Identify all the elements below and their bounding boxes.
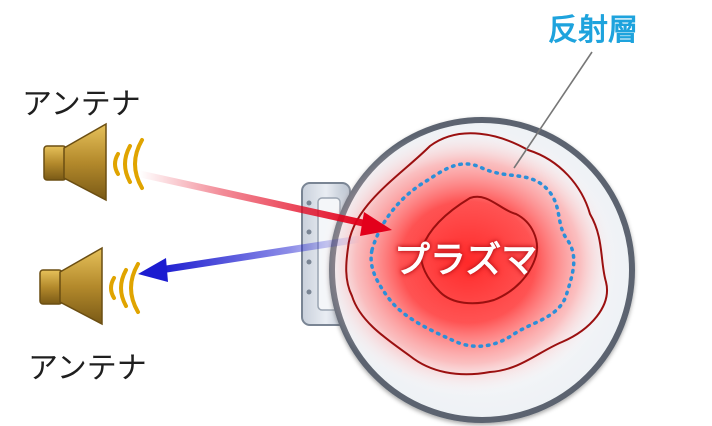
plasma-inner-contour	[420, 195, 538, 305]
wave-arcs-icon	[109, 262, 140, 314]
port-bolt	[306, 200, 312, 206]
antenna-bottom	[39, 246, 140, 326]
antenna-top-label: アンテナ	[22, 87, 141, 122]
antenna-top	[43, 122, 144, 202]
wave-arcs-icon	[113, 138, 144, 190]
reflecting-layer-label: 反射層	[548, 13, 638, 48]
port-bolt	[306, 289, 312, 295]
horn-antenna-icon	[39, 246, 103, 326]
port-bolt	[306, 259, 312, 265]
plasma-label: プラズマ	[394, 240, 538, 281]
port-bolt	[306, 229, 312, 235]
reflecting-layer-contour	[369, 162, 576, 348]
reflected-wave-arrow	[138, 235, 364, 282]
plasma-outer-contour	[345, 132, 608, 376]
horn-antenna-icon	[43, 122, 107, 202]
plasma-glow	[318, 127, 618, 397]
incident-wave-arrow	[136, 170, 392, 236]
reflecting-layer-leader	[513, 51, 593, 169]
antenna-bottom-label: アンテナ	[28, 351, 147, 386]
